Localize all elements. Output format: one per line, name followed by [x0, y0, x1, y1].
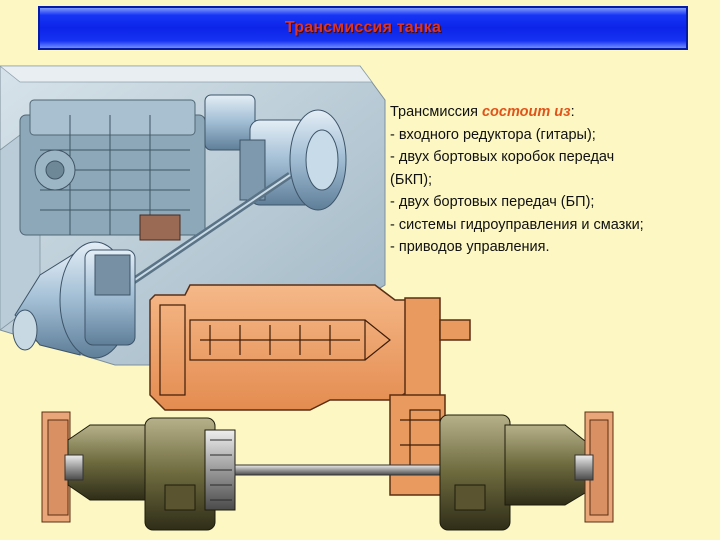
component-item: (БКП);	[390, 171, 433, 188]
gearbox-cutaway-illustration	[149, 284, 471, 496]
component-item: - входного редуктора (гитары);	[390, 126, 596, 143]
description-emphasis: состоит из	[481, 104, 571, 120]
final-drive-assembly-illustration	[41, 411, 614, 531]
component-item: - двух бортовых коробок передач	[390, 149, 615, 165]
component-item: - системы гидроуправления и смазки;	[390, 216, 644, 233]
slide-title: Трансмиссия танка	[284, 19, 442, 36]
transmission-description: Трансмиссия состоит из: - входного редук…	[390, 101, 712, 259]
component-item: - двух бортовых передач (БП);	[390, 194, 595, 210]
title-bar: Трансмиссия танка	[38, 6, 688, 50]
description-colon: :	[570, 104, 575, 120]
component-item: - приводов управления.	[390, 239, 550, 255]
description-intro: Трансмиссия	[390, 104, 482, 120]
description-intro-line: Трансмиссия состоит из:	[390, 101, 712, 124]
hull-installation-illustration	[0, 65, 386, 366]
